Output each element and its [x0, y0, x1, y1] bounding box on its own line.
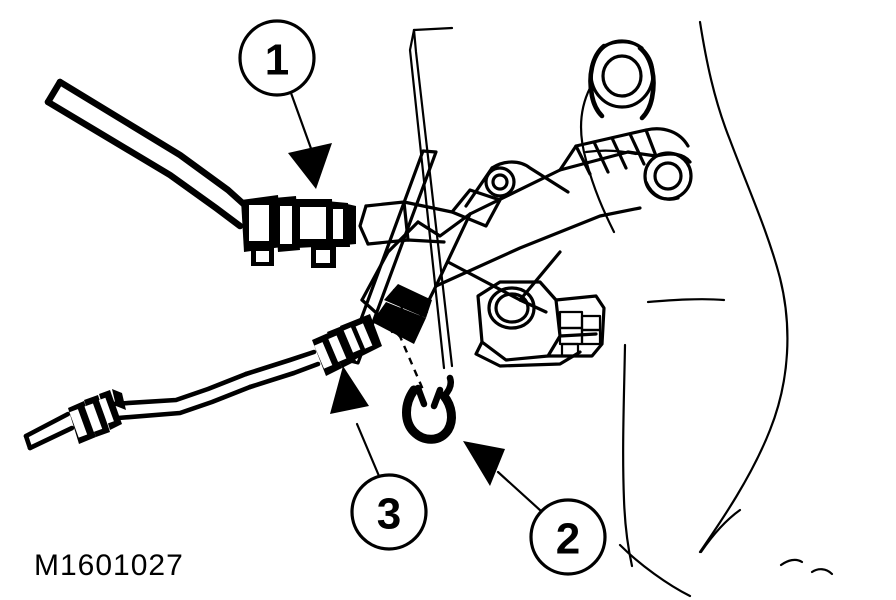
- callout-3-arrowhead: [330, 366, 369, 414]
- callout-3-circle: [350, 473, 428, 551]
- callout-2-leader: [496, 470, 543, 513]
- cylinder-boot: [558, 127, 692, 176]
- body-panel-contour: [579, 20, 834, 598]
- callout-2-label: 2: [556, 515, 580, 564]
- u-shaped-retaining-clip: [402, 374, 456, 444]
- hydraulic-hose-upper: [44, 78, 252, 230]
- callout-3-leader: [355, 422, 381, 478]
- mounting-bracket: [474, 280, 606, 368]
- callout-1-leader: [289, 91, 315, 156]
- callout-2-circle: [529, 498, 607, 576]
- pushrod: [408, 26, 454, 370]
- figure-caption: M1601027: [34, 549, 184, 582]
- clutch-rod: [344, 149, 438, 365]
- hydraulic-pipe-lower: [23, 349, 321, 451]
- callout-1-label: 1: [265, 36, 289, 85]
- callout-1-circle: [238, 19, 316, 97]
- hose-connector-block: [241, 195, 356, 268]
- bulkhead-grommet: [588, 39, 656, 121]
- callout-3[interactable]: 3: [330, 366, 428, 551]
- callout-3-label: 3: [377, 490, 401, 539]
- callout-1-arrowhead: [288, 143, 332, 189]
- mounting-flange-boss: [643, 151, 693, 201]
- assembly-dash-line: [397, 333, 426, 393]
- callout-2[interactable]: 2: [463, 441, 607, 576]
- callout-2-arrowhead: [463, 441, 505, 486]
- callout-1[interactable]: 1: [238, 19, 332, 189]
- cylinder-inlet-port: [372, 284, 432, 344]
- pipe-end-fitting: [68, 389, 126, 444]
- pipe-union-nut: [312, 314, 382, 376]
